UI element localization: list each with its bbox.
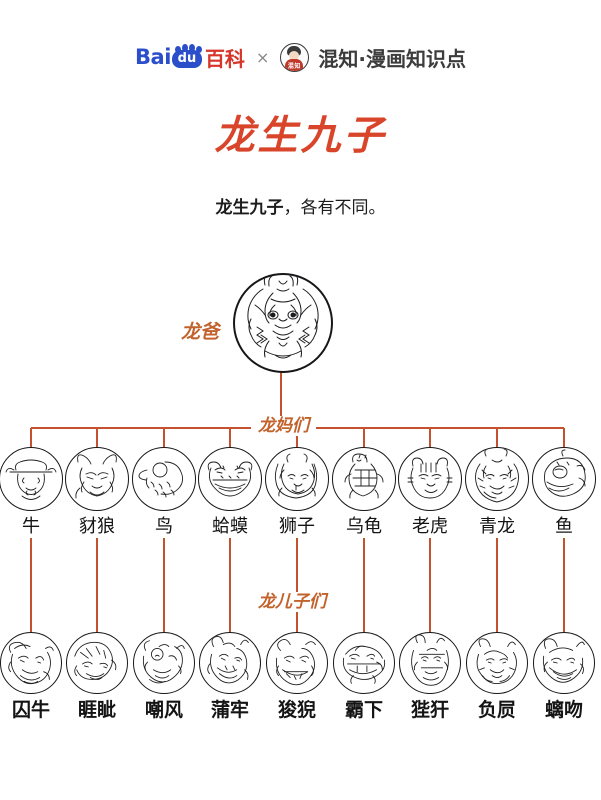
mother-node-8[interactable]: 青龙 — [464, 447, 530, 539]
mother-label: 青龙 — [479, 516, 515, 537]
qiuniu-icon — [0, 632, 62, 694]
mother-node-9[interactable]: 鱼 — [531, 447, 597, 539]
father-node[interactable]: 龙爸 — [181, 273, 333, 373]
yazi-icon — [66, 632, 128, 694]
mother-label: 乌龟 — [346, 516, 382, 537]
father-label: 龙爸 — [181, 321, 220, 343]
tiger-icon — [398, 447, 462, 511]
baidu-logo-du: du — [177, 51, 197, 66]
mother-node-2[interactable]: 豺狼 — [64, 447, 130, 539]
baidu-logo-baike: 百科 — [204, 46, 245, 71]
toad-icon — [198, 447, 262, 511]
subtitle-rest: ，各有不同。 — [283, 198, 386, 218]
mother-node-3[interactable]: 鸟 — [131, 447, 197, 539]
son-node-9[interactable]: 螭吻 — [531, 632, 597, 722]
bird-icon — [132, 447, 196, 511]
turtle-icon — [332, 447, 396, 511]
son-node-6[interactable]: 霸下 — [331, 632, 397, 722]
subtitle-strong: 龙生九子 — [215, 198, 284, 218]
baidu-baike-logo[interactable]: Bai du 百科 — [135, 44, 245, 71]
son-label: 霸下 — [344, 699, 383, 721]
suanni-icon — [266, 632, 328, 694]
son-node-1[interactable]: 囚牛 — [0, 632, 64, 722]
hunzhi-avatar-icon: 混知 — [280, 42, 310, 72]
mother-label: 蛤蟆 — [212, 516, 248, 537]
brand-bar: Bai du 百科 × 混知 混知·漫画知识点 — [0, 40, 601, 74]
mother-label: 鸟 — [155, 516, 173, 537]
mother-node-1[interactable]: 牛 — [0, 447, 64, 539]
son-label: 蒲牢 — [210, 699, 249, 721]
brand-separator-icon: × — [255, 47, 270, 67]
mother-node-6[interactable]: 乌龟 — [331, 447, 397, 539]
baidu-paw-icon: du — [171, 44, 202, 68]
ox-icon — [0, 447, 63, 511]
son-label: 狴犴 — [410, 699, 449, 721]
wolf-icon — [65, 447, 129, 511]
mother-label: 狮子 — [279, 516, 315, 537]
son-node-3[interactable]: 嘲风 — [131, 632, 197, 722]
son-node-4[interactable]: 蒲牢 — [197, 632, 263, 722]
son-label: 螭吻 — [544, 699, 583, 721]
son-label: 睚眦 — [77, 699, 116, 721]
azure-dragon-icon — [465, 447, 529, 511]
son-node-2[interactable]: 睚眦 — [64, 632, 130, 722]
son-label: 囚牛 — [11, 699, 50, 721]
son-node-8[interactable]: 负屃 — [464, 632, 530, 722]
mothers-branch-label: 龙妈们 — [251, 416, 316, 436]
mother-node-5[interactable]: 狮子 — [264, 447, 330, 539]
fish-icon — [532, 447, 596, 511]
partner-name: 混知·漫画知识点 — [318, 46, 466, 71]
mother-node-7[interactable]: 老虎 — [397, 447, 463, 539]
son-label: 狻猊 — [277, 699, 316, 721]
mother-node-4[interactable]: 蛤蟆 — [197, 447, 263, 539]
baidu-logo-bai: Bai — [135, 44, 171, 69]
chaofeng-icon — [133, 632, 195, 694]
son-label: 嘲风 — [144, 699, 183, 721]
page-subtitle: 龙生九子，各有不同。 — [0, 196, 601, 220]
bian-icon — [399, 632, 461, 694]
hunzhi-avatar-tag: 混知 — [287, 62, 301, 70]
mother-label: 豺狼 — [79, 516, 115, 537]
baxia-icon — [333, 632, 395, 694]
pulao-icon — [199, 632, 261, 694]
son-node-7[interactable]: 狴犴 — [397, 632, 463, 722]
son-node-5[interactable]: 狻猊 — [264, 632, 330, 722]
sons-branch-label: 龙儿子们 — [251, 592, 333, 612]
page-title: 龙生九子 — [214, 113, 387, 159]
chiwen-icon — [533, 632, 595, 694]
son-label: 负屃 — [477, 699, 516, 721]
dragon-head-icon — [233, 273, 333, 373]
fuxi-icon — [466, 632, 528, 694]
lion-icon — [265, 447, 329, 511]
mother-label: 鱼 — [555, 516, 573, 537]
mother-label: 牛 — [22, 516, 40, 537]
mother-label: 老虎 — [412, 516, 448, 537]
